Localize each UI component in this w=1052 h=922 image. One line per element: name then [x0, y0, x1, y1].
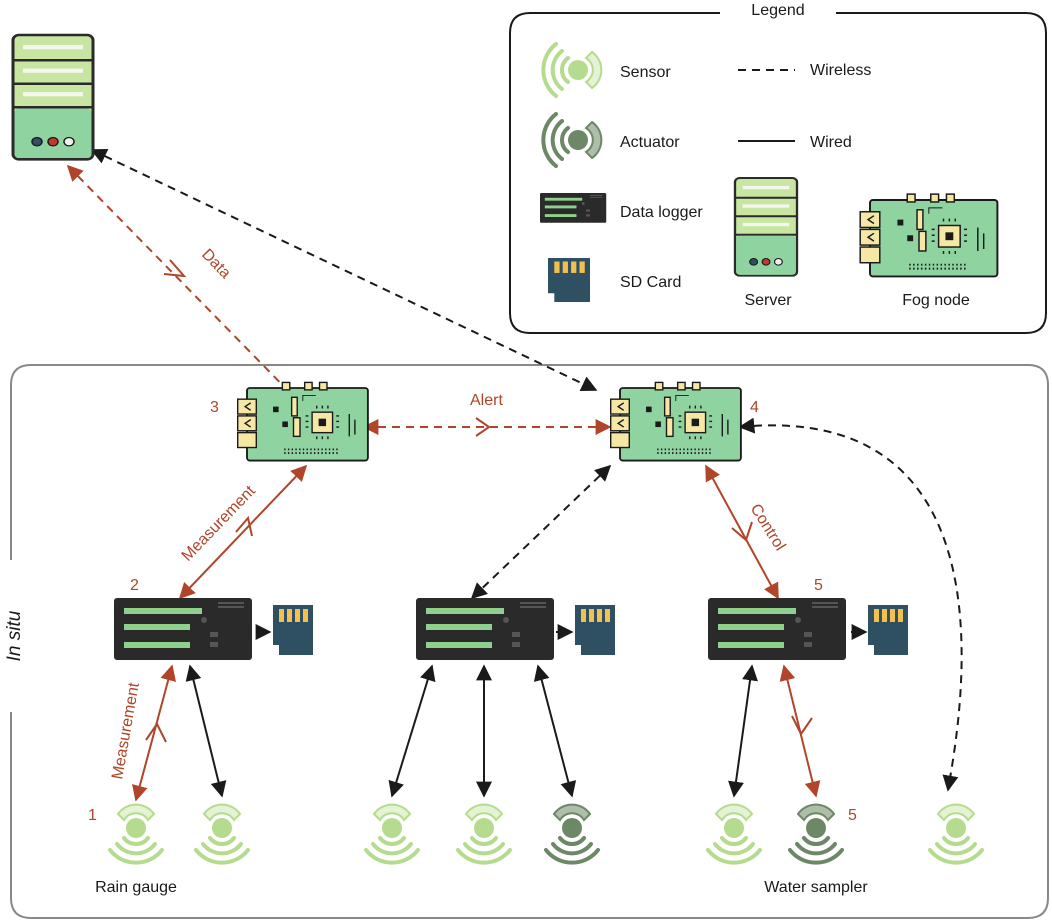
sensor-icon	[194, 802, 250, 865]
legend-fog-node-label: Fog node	[902, 292, 970, 309]
legend-server-label: Server	[744, 292, 792, 309]
sensor-icon	[456, 802, 512, 865]
legend-actuator-label: Actuator	[620, 134, 680, 151]
legend-wireless-label: Wireless	[810, 62, 871, 79]
sensor-icon	[706, 802, 762, 865]
legend-sensor-label: Sensor	[620, 64, 671, 81]
water-sampler-caption: Water sampler	[764, 879, 868, 896]
logger2-sensor-link	[185, 664, 227, 798]
data-logger-middle	[416, 598, 554, 660]
actuator-water-sampler-icon	[788, 802, 844, 865]
server-fog3-data-link	[66, 164, 307, 410]
legend-sd-card-icon	[548, 258, 590, 302]
legend-wired-label: Wired	[810, 134, 852, 151]
data-logger-2-number: 2	[130, 577, 139, 594]
measurement-upper-label: Measurement	[179, 482, 260, 565]
sensor-icon	[364, 802, 420, 865]
legend-data-logger-icon	[540, 193, 607, 223]
fog4-sensor-wireless	[738, 417, 963, 792]
sd-card-5	[868, 605, 908, 655]
logger-middle-actuator-link	[533, 664, 577, 798]
data-logger-5-number: 5	[814, 577, 823, 594]
sd-card-2	[273, 605, 313, 655]
sd-card-middle	[575, 605, 615, 655]
legend-fog-node-icon	[859, 193, 999, 278]
legend-sd-card-label: SD Card	[620, 274, 681, 291]
logger5-sensor-link	[728, 664, 758, 798]
water-sampler-number: 5	[848, 807, 857, 824]
in-situ-label: In situ	[4, 610, 25, 661]
connections: Data Alert Measurement Control Measureme…	[66, 148, 963, 802]
server-fog4-wireless	[90, 148, 598, 392]
logger2-rain-gauge-link	[132, 664, 176, 802]
fog-node-4-number: 4	[750, 399, 759, 416]
data-logger-5	[708, 598, 846, 660]
control-edge-label: Control	[747, 501, 789, 554]
data-edge-label: Data	[198, 246, 234, 282]
fog3-logger2-link	[178, 464, 308, 600]
legend-sensor-icon	[541, 42, 604, 98]
rain-gauge-number: 1	[88, 807, 97, 824]
legend-server-icon	[733, 176, 799, 277]
measurement-lower-label: Measurement	[109, 681, 143, 781]
legend: Legend Sensor Actuator Data logger SD Ca…	[509, 2, 1047, 334]
server-icon	[11, 33, 95, 161]
fog-node-3	[236, 381, 369, 462]
legend-data-logger-label: Data logger	[620, 204, 703, 221]
fog-node-3-number: 3	[210, 399, 219, 416]
data-logger-2	[114, 598, 252, 660]
legend-title: Legend	[751, 2, 804, 19]
fog-node-4	[609, 381, 742, 462]
in-situ-region: In situ	[4, 364, 1049, 919]
legend-actuator-icon	[541, 112, 604, 168]
actuator-icon	[544, 802, 600, 865]
alert-edge-label: Alert	[470, 392, 503, 409]
fog4-logger-middle-wireless	[470, 464, 612, 600]
sensor-icon	[928, 802, 984, 865]
rain-gauge-caption: Rain gauge	[95, 879, 177, 896]
logger-middle-sensor-a-link	[388, 664, 436, 798]
sensor-rain-gauge-icon	[108, 802, 164, 865]
